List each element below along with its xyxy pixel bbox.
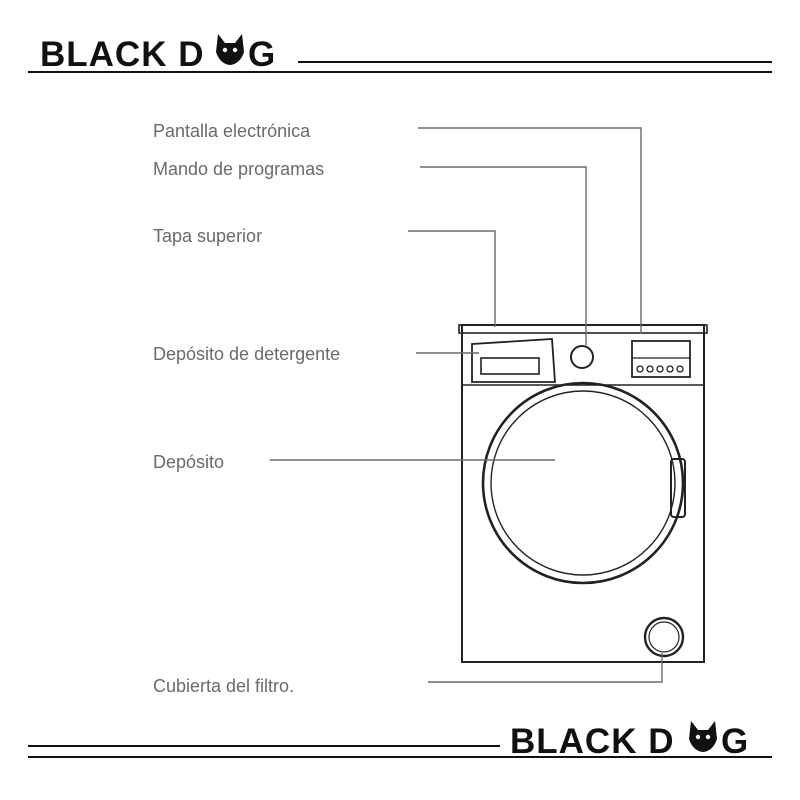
callout-top-cover: Tapa superior — [153, 226, 496, 327]
door-inner-ring — [490, 390, 676, 576]
display-buttons — [636, 365, 684, 373]
door-outer-ring — [481, 381, 685, 585]
brand-logo-top: BLACK D G — [40, 34, 276, 74]
brand-logo-bottom: BLACK D G — [510, 721, 749, 761]
washing-machine — [458, 324, 708, 663]
leader-program-knob — [420, 166, 587, 345]
detergent-drawer — [471, 338, 556, 383]
brand-text-bottom-before: BLACK D — [510, 722, 674, 761]
callout-program-knob: Mando de programas — [153, 159, 587, 345]
label-detergent-drawer: Depósito de detergente — [153, 344, 340, 364]
label-program-knob: Mando de programas — [153, 159, 324, 179]
machine-body — [461, 324, 705, 663]
label-top-cover: Tapa superior — [153, 226, 262, 246]
filter-cover-inner — [648, 621, 680, 653]
label-filter-cover: Cubierta del filtro. — [153, 676, 294, 696]
leader-display — [418, 127, 642, 334]
callout-detergent-drawer: Depósito de detergente — [153, 344, 479, 364]
detergent-drawer-handle — [480, 357, 540, 375]
brand-text-top-after: G — [248, 35, 276, 74]
brand-text-bottom-after: G — [721, 722, 749, 761]
cat-head-icon — [216, 34, 244, 65]
door-handle — [670, 458, 686, 518]
callout-filter-cover: Cubierta del filtro. — [153, 653, 663, 696]
program-knob — [570, 345, 594, 369]
filter-cover — [643, 616, 685, 658]
callout-drum: Depósito — [153, 452, 555, 472]
leader-top-cover — [408, 230, 496, 327]
electronic-display — [631, 340, 691, 378]
label-display: Pantalla electrónica — [153, 121, 311, 141]
leader-filter-cover — [428, 653, 663, 683]
callout-display: Pantalla electrónica — [153, 121, 642, 334]
cat-head-icon — [689, 721, 717, 752]
brand-text-top-before: BLACK D — [40, 35, 204, 74]
label-drum: Depósito — [153, 452, 224, 472]
top-cover — [458, 324, 708, 334]
